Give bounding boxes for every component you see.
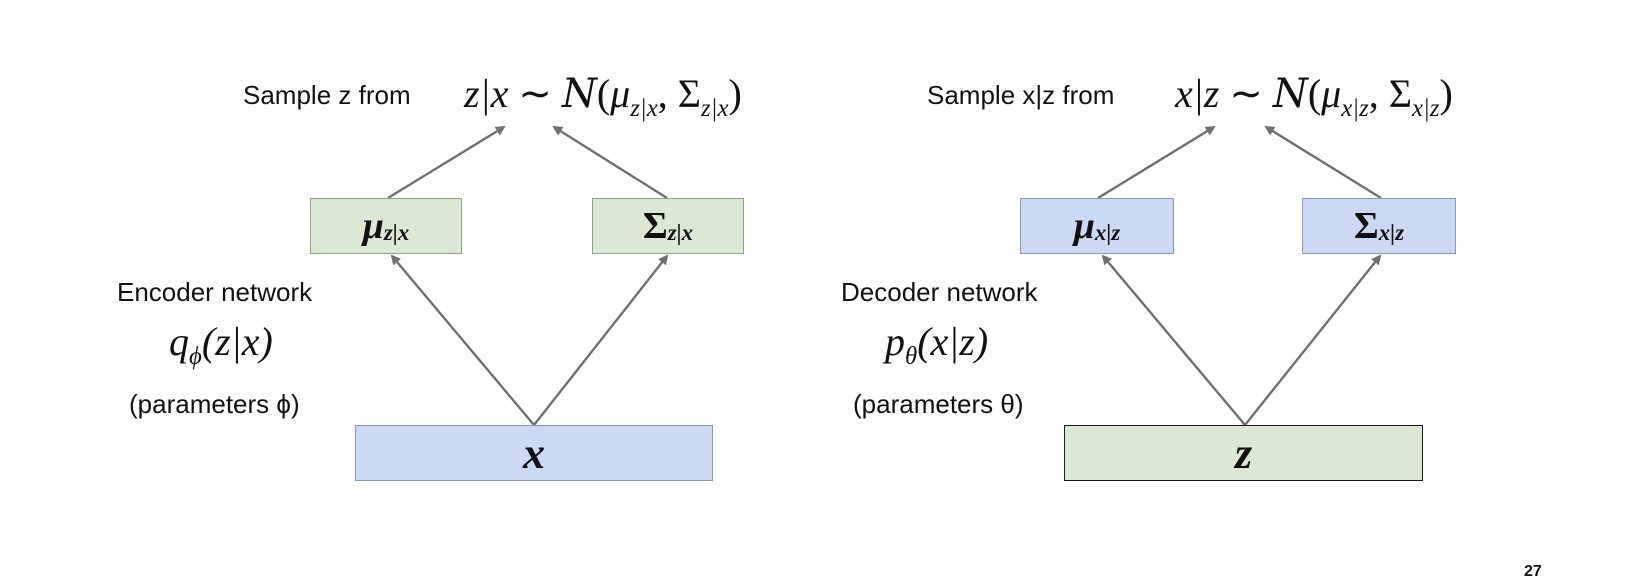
arrow-x-to-sigma (533, 254, 669, 426)
encoder-sample-label: Sample z from (243, 80, 411, 110)
encoder-params-label: (parameters ϕ) (129, 389, 300, 419)
arrow-mu-to-sample-decoder (1097, 125, 1216, 200)
decoder-network-label: Decoder network (841, 277, 1038, 307)
normal-symbol: N (1272, 71, 1308, 117)
decoder-input-z-box: z (1064, 425, 1423, 481)
mu-symbol: μ (362, 205, 384, 247)
arrow-z-to-mu (1101, 254, 1246, 426)
func-subscript: ϕ (189, 342, 202, 370)
decoder-dist-lhs: x|z (1175, 71, 1220, 116)
sigma-symbol: Σ (1353, 205, 1379, 247)
mu-subscript: z|x (630, 94, 658, 122)
func-args: (z|x) (201, 319, 273, 364)
mu-symbol: μ (1073, 205, 1095, 247)
func-symbol: q (169, 319, 189, 364)
encoder-network-label: Encoder network (117, 277, 313, 307)
tilde-symbol: ∼ (518, 71, 552, 116)
mu-subscript: x|z (1094, 219, 1121, 245)
mu-symbol: μ (610, 71, 631, 116)
arrow-x-to-mu (390, 254, 535, 426)
mu-subscript: z|x (383, 219, 410, 245)
encoder-function: qϕ(z|x) (169, 318, 273, 370)
sigma-subscript: z|x (667, 219, 694, 245)
decoder-function: pθ(x|z) (885, 318, 989, 370)
mu-subscript: x|z (1341, 94, 1369, 122)
encoder-distribution: z|x ∼ N(μz|x, Σz|x) (464, 70, 742, 122)
sigma-subscript: z|x (701, 94, 729, 122)
decoder-sample-label: Sample x|z from (927, 80, 1115, 110)
encoder-input-x-box: x (355, 425, 713, 481)
normal-symbol: N (561, 71, 597, 117)
arrow-sigma-to-sample (552, 125, 668, 200)
sigma-symbol: Σ (1388, 71, 1413, 116)
sigma-symbol: Σ (642, 205, 668, 247)
sigma-subscript: x|z (1412, 94, 1440, 122)
open-paren: ( (596, 71, 611, 116)
comma: , (1368, 71, 1379, 116)
arrow-sigma-to-sample-decoder (1264, 125, 1382, 200)
mu-symbol: μ (1321, 71, 1342, 116)
func-symbol: p (885, 319, 905, 364)
func-args: (x|z) (917, 319, 989, 364)
close-paren: ) (728, 71, 742, 116)
open-paren: ( (1307, 71, 1322, 116)
comma: , (657, 71, 668, 116)
sigma-subscript: x|z (1378, 219, 1405, 245)
decoder-distribution: x|z ∼ N(μx|z, Σx|z) (1175, 70, 1453, 122)
sigma-symbol: Σ (677, 71, 702, 116)
decoder-params-label: (parameters θ) (853, 389, 1024, 419)
arrow-mu-to-sample (387, 125, 506, 200)
tilde-symbol: ∼ (1229, 71, 1263, 116)
page-number: 27 (1524, 563, 1542, 580)
encoder-dist-lhs: z|x (464, 71, 509, 116)
arrow-z-to-sigma (1244, 254, 1382, 426)
func-subscript: θ (905, 342, 918, 370)
close-paren: ) (1439, 71, 1453, 116)
